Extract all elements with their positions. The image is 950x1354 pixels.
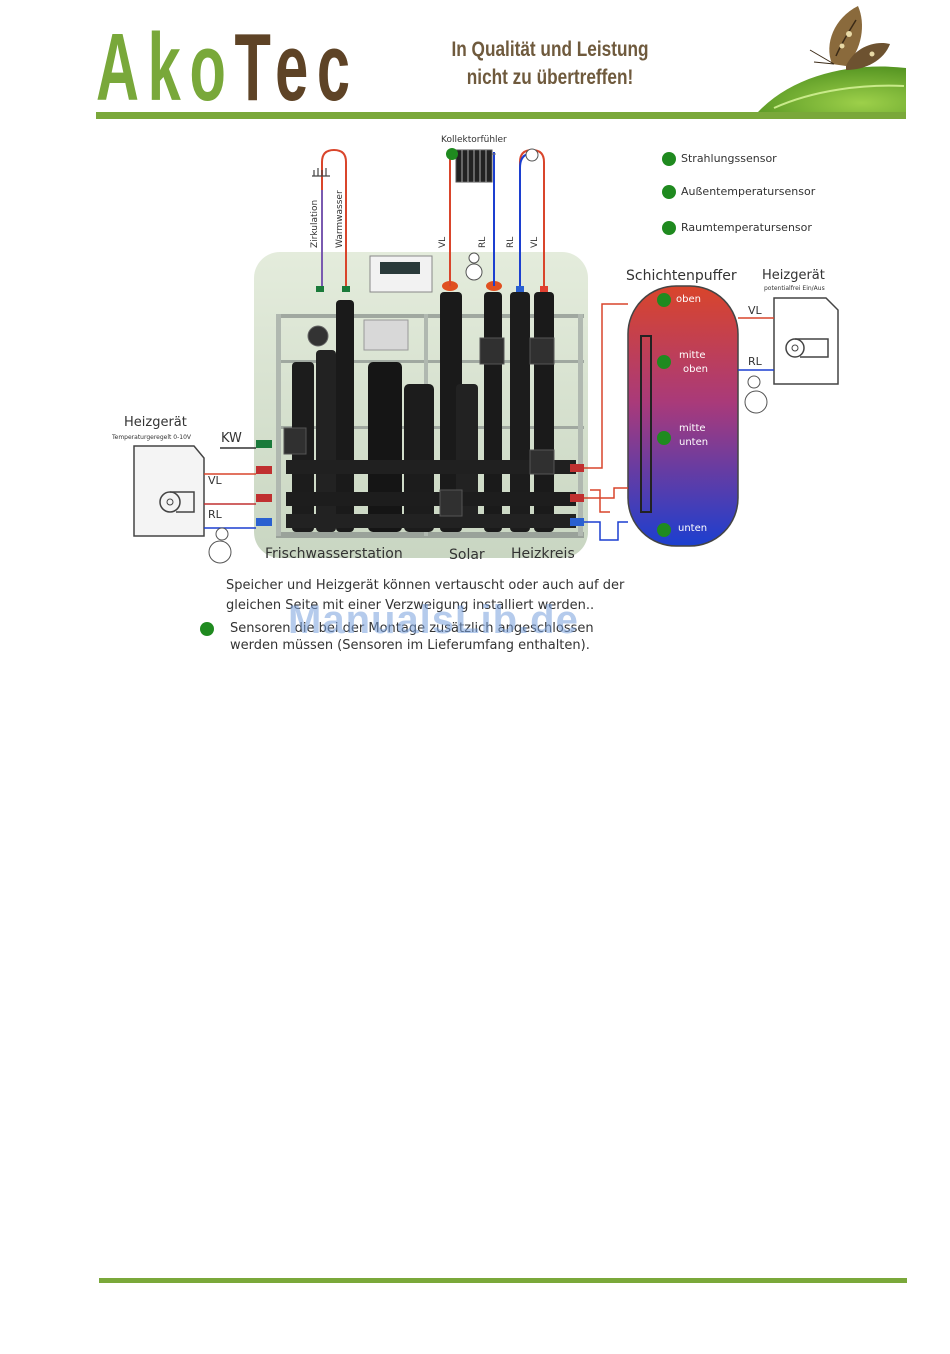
- legend-strahlungssensor: Strahlungssensor: [681, 152, 777, 165]
- radiator-icon: [526, 149, 538, 161]
- note-line-1: Speicher und Heizgerät können vertauscht…: [226, 576, 624, 596]
- buffer-title: Schichtenpuffer: [626, 268, 737, 284]
- buffer-label-unten: unten: [678, 523, 707, 534]
- expansion-vessel-icon-right: [745, 376, 767, 413]
- note-sensor-dot: [200, 622, 214, 636]
- legend-sensor-dot-3: [662, 221, 676, 235]
- buffer-label-oben: oben: [676, 294, 701, 305]
- label-vl-heizkreis: VL: [530, 237, 540, 248]
- label-rl-solar: RL: [478, 237, 488, 248]
- buffer-label-mitte-unten-1: mitte: [679, 423, 706, 434]
- heater-left-vl: VL: [208, 474, 222, 487]
- label-warmwasser: Warmwasser: [335, 190, 345, 248]
- footer-divider: [99, 1278, 907, 1283]
- legend-raumtemperatursensor: Raumtemperatursensor: [681, 221, 812, 234]
- buffer-label-mitte-oben-1: mitte: [679, 350, 706, 361]
- label-rl-heizkreis: RL: [506, 237, 516, 248]
- label-vl-solar: VL: [438, 237, 448, 248]
- station-label-solar: Solar: [449, 547, 485, 563]
- buffer-label-mitte-oben-2: oben: [683, 364, 708, 375]
- heater-left-kw: KW: [221, 431, 242, 446]
- label-zirkulation: Zirkulation: [310, 200, 320, 248]
- expansion-vessel-icon-left: [209, 528, 231, 563]
- legend-aussentemperatursensor: Außentemperatursensor: [681, 185, 815, 198]
- heater-left-subtitle: Temperaturgeregelt 0-10V: [112, 434, 191, 441]
- heater-right-vl: VL: [748, 304, 762, 317]
- station-label-heizkreis: Heizkreis: [511, 546, 575, 562]
- heater-right-subtitle: potentialfrei Ein/Aus: [764, 285, 825, 292]
- buffer-label-mitte-unten-2: unten: [679, 437, 708, 448]
- heater-right-rl: RL: [748, 355, 762, 368]
- collector-sensor-label: Kollektorfühler: [441, 135, 507, 145]
- solar-collector-icon: [456, 150, 492, 182]
- watermark: ManualsLib.de: [288, 598, 579, 643]
- legend-sensor-dot-2: [662, 185, 676, 199]
- heater-left-title: Heizgerät: [124, 415, 187, 430]
- legend-sensor-dot-1: [662, 152, 676, 166]
- heater-right-title: Heizgerät: [762, 268, 825, 283]
- station-label-frischwasser: Frischwasserstation: [265, 546, 403, 562]
- heater-left-rl: RL: [208, 508, 222, 521]
